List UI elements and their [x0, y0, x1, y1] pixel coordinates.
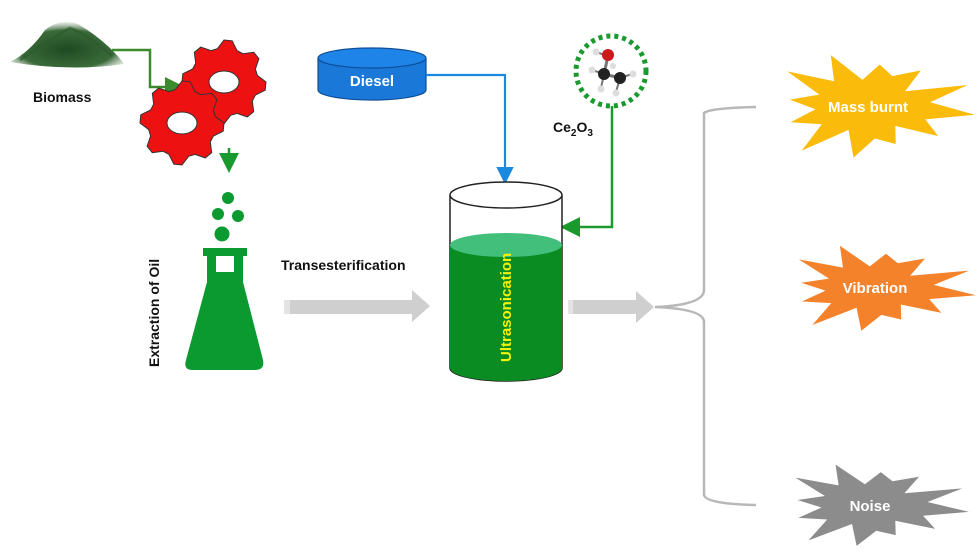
- gears-icon: [139, 39, 267, 166]
- gear-hole: [166, 111, 198, 135]
- outputs-bracket: [654, 105, 757, 507]
- mass-burnt-label: Mass burnt: [828, 99, 908, 116]
- biomass-to-gears-arrow: [112, 48, 185, 97]
- mass-burnt-starburst[interactable]: Mass burnt: [787, 55, 975, 158]
- transesterification-arrow: [284, 290, 430, 322]
- flask-icon: [185, 192, 264, 370]
- biomass-label: Biomass: [33, 89, 92, 105]
- diesel-to-vessel-arrow: [426, 73, 514, 185]
- starburst-shape: [795, 464, 969, 546]
- diesel-tank[interactable]: Diesel: [317, 47, 427, 101]
- ultrasonication-vessel[interactable]: Ultrasonication: [449, 181, 563, 382]
- vibration-label: Vibration: [843, 280, 908, 297]
- extraction-label: Extraction of Oil: [146, 259, 162, 367]
- noise-starburst[interactable]: Noise: [795, 464, 969, 546]
- starburst-shape: [798, 245, 976, 331]
- biomass-powder-icon: [10, 22, 124, 68]
- output-arrow: [568, 291, 654, 323]
- transesterification-label: Transesterification: [281, 257, 406, 273]
- vibration-starburst[interactable]: Vibration: [798, 245, 976, 331]
- catalyst-label: Ce2O3: [553, 119, 593, 139]
- molecule-icon: [573, 33, 649, 109]
- catalyst-to-vessel-arrow: [560, 106, 614, 237]
- noise-label: Noise: [850, 498, 891, 515]
- starburst-shape: [787, 55, 975, 158]
- ultrasonication-label: Ultrasonication: [498, 253, 515, 362]
- gear-hole: [208, 70, 240, 94]
- diesel-label: Diesel: [350, 73, 394, 90]
